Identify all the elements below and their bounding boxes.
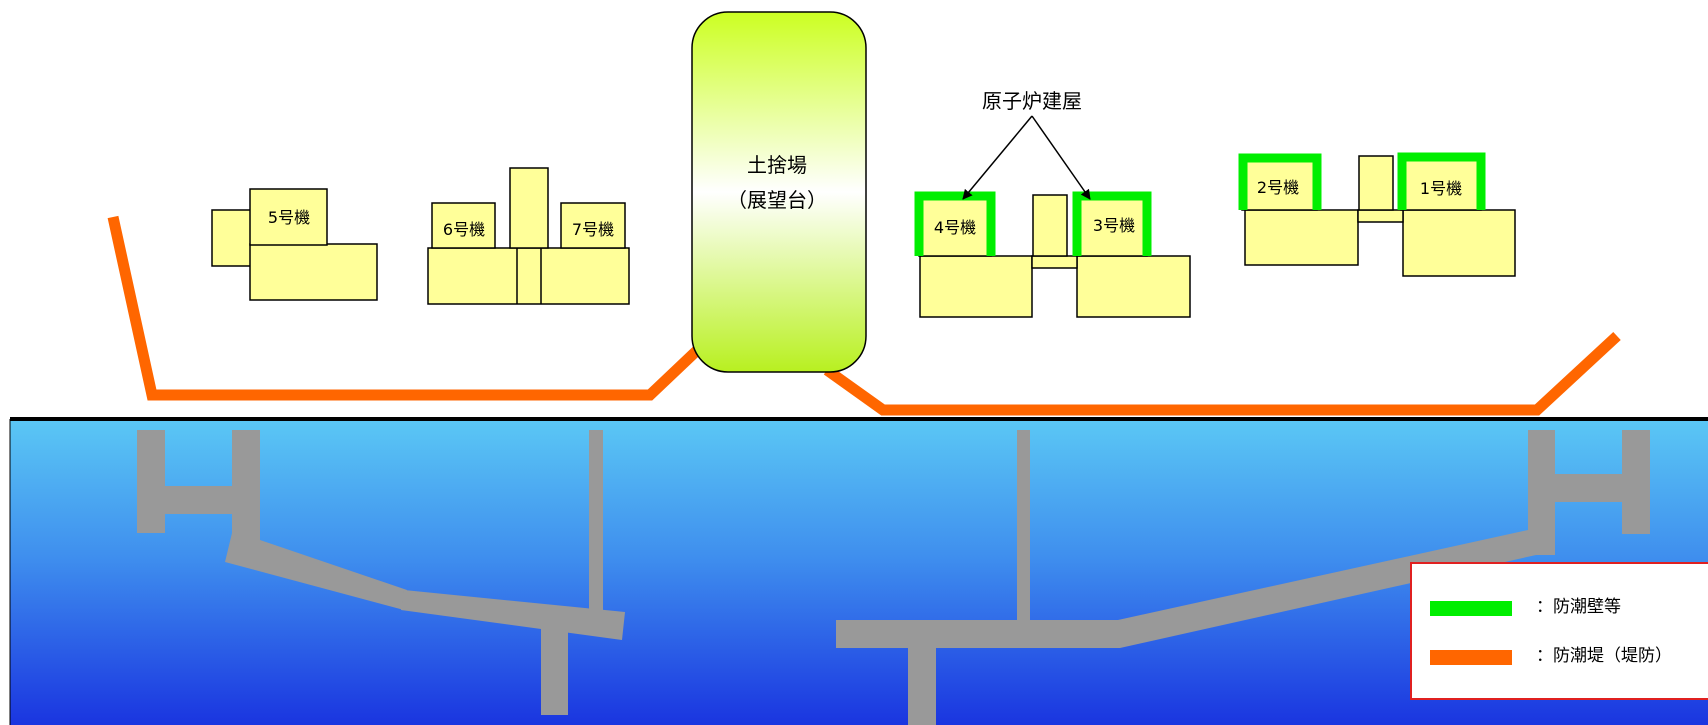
unit-4-label: 4号機 [934, 218, 976, 237]
breakwater-piers [137, 430, 1650, 725]
unit-6-7-building-group: 6号機 7号機 [427, 167, 630, 305]
legend-swatch-levee [1430, 650, 1512, 665]
levee-lines [107, 215, 1621, 416]
unit-3-4-building-group: 4号機 3号機 [914, 191, 1191, 318]
dump-site-label: 土捨場 [747, 153, 807, 177]
legend-swatch-seawall [1430, 601, 1512, 616]
unit-4-seawall [914, 191, 996, 256]
levee-west [107, 215, 712, 401]
reactor-building-label: 原子炉建屋 [982, 89, 1082, 113]
unit-3-label: 3号機 [1093, 216, 1135, 235]
dump-site: 土捨場 （展望台） [691, 11, 867, 373]
reactor-building-callout: 原子炉建屋 [962, 89, 1091, 200]
unit-1-seawall [1397, 152, 1486, 210]
callout-arrow-unit-3 [1031, 115, 1091, 200]
unit-6-label: 6号機 [443, 220, 485, 239]
legend-box: ：防潮壁等 ：防潮堤（堤防） [1410, 562, 1708, 700]
unit-5-building-group: 5号機 [211, 188, 378, 301]
unit-1-2-building-group: 2号機 1号機 [1238, 152, 1516, 277]
unit-2-label: 2号機 [1257, 178, 1299, 197]
unit-1-label: 1号機 [1420, 179, 1462, 198]
unit-2-seawall [1238, 153, 1322, 210]
legend-label-levee: ：防潮堤（堤防） [1536, 646, 1672, 666]
unit-3-seawall [1072, 191, 1152, 256]
levee-east [823, 331, 1621, 416]
unit-5-label: 5号機 [268, 208, 310, 227]
unit-7-label: 7号機 [572, 220, 614, 239]
legend-label-seawall: ：防潮壁等 [1536, 597, 1621, 617]
dump-site-sublabel: （展望台） [727, 188, 827, 212]
callout-arrow-unit-4 [962, 115, 1033, 200]
